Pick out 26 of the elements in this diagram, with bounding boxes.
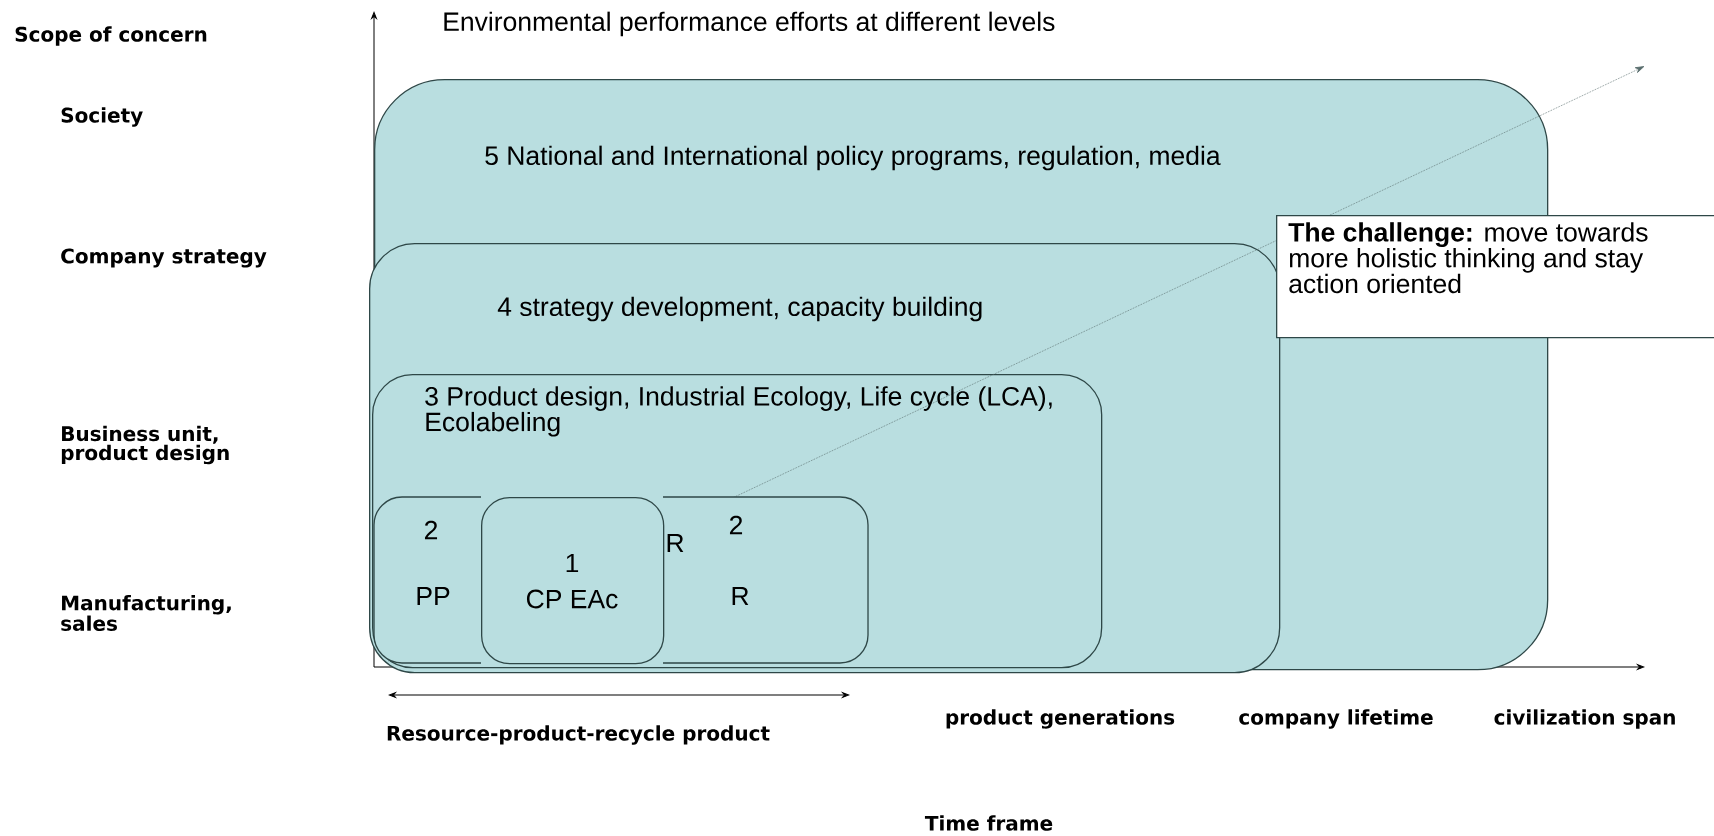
box-label: 5 National and International policy programs, regulation, media bbox=[485, 145, 1221, 171]
level-box bbox=[373, 496, 482, 664]
chart-title: Environmental performance efforts at different levels bbox=[444, 11, 1055, 37]
axis-label: civilization span bbox=[1494, 709, 1675, 729]
axis-label: Resource-product-recycle product bbox=[387, 725, 770, 745]
axis-label: Manufacturing, sales bbox=[61, 595, 231, 631]
callout-box bbox=[1276, 215, 1714, 339]
box-label: 4 strategy development, capacity building bbox=[497, 296, 982, 322]
axis-label: Time frame bbox=[924, 815, 1053, 831]
box-label: 3 Product design, Industrial Ecology, Life cycle (LCA), Ecolabeling bbox=[425, 386, 1052, 437]
axis-label: Society bbox=[61, 107, 143, 127]
axis-label: company lifetime bbox=[1239, 709, 1433, 729]
axis-label: Business unit, product design bbox=[61, 425, 229, 465]
box-label: R bbox=[732, 586, 749, 606]
box-label: 1 bbox=[566, 553, 579, 573]
axis-label: R bbox=[667, 533, 684, 553]
box-label: CP EAc bbox=[526, 589, 618, 609]
level-box bbox=[481, 497, 665, 665]
axis-label: product generations bbox=[946, 709, 1175, 729]
axis-label: Company strategy bbox=[61, 248, 267, 268]
box-label: 2 bbox=[729, 515, 743, 535]
box-label: PP bbox=[417, 586, 450, 606]
box-label: The challenge: move towards more holistic thinking and stay action oriented bbox=[1288, 222, 1648, 294]
box-label: 2 bbox=[424, 520, 438, 540]
level-box bbox=[662, 496, 869, 664]
axis-label: Scope of concern bbox=[15, 26, 207, 46]
